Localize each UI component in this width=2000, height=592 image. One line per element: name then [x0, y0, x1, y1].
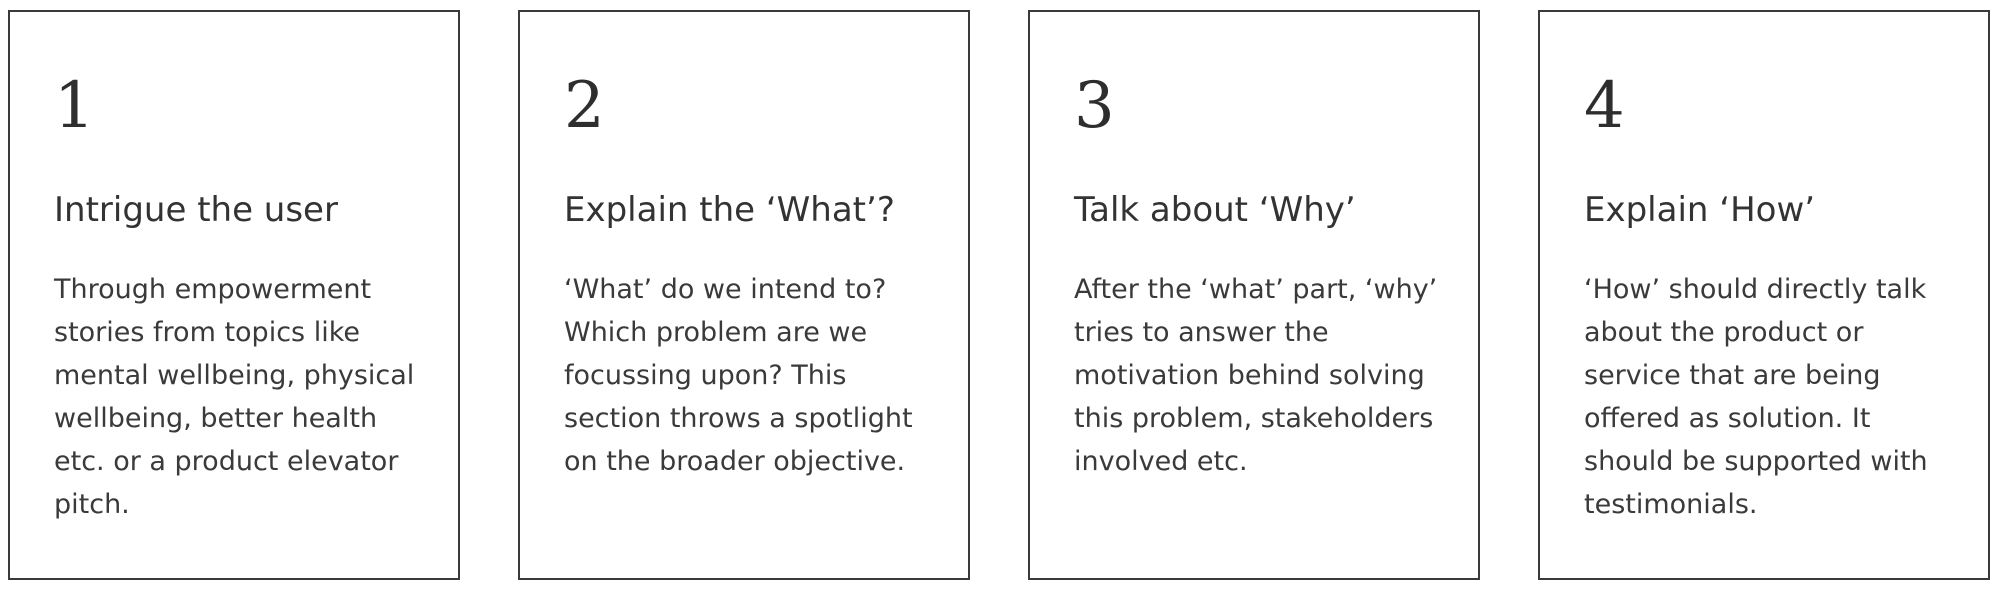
step-title: Explain ‘How’: [1584, 190, 1816, 230]
step-description: Through empowerment stories from topics …: [54, 274, 415, 520]
step-number: 1: [54, 69, 95, 143]
step-number: 4: [1584, 69, 1625, 143]
step-card-1: 1 Intrigue the user Through empowerment …: [8, 10, 460, 580]
step-description: ‘How’ should directly talk about the pro…: [1584, 274, 1928, 520]
step-number: 3: [1074, 69, 1115, 143]
step-card-4: 4 Explain ‘How’ ‘How’ should directly ta…: [1538, 10, 1990, 580]
step-card-2: 2 Explain the ‘What’? ‘What’ do we inten…: [518, 10, 970, 580]
step-card-3: 3 Talk about ‘Why’ After the ‘what’ part…: [1028, 10, 1480, 580]
step-title: Talk about ‘Why’: [1074, 190, 1356, 230]
step-description: After the ‘what’ part, ‘why’ tries to an…: [1074, 274, 1438, 477]
step-title: Explain the ‘What’?: [564, 190, 895, 230]
step-description: ‘What’ do we intend to? Which problem ar…: [564, 274, 913, 477]
step-number: 2: [564, 69, 605, 143]
step-title: Intrigue the user: [54, 190, 338, 230]
